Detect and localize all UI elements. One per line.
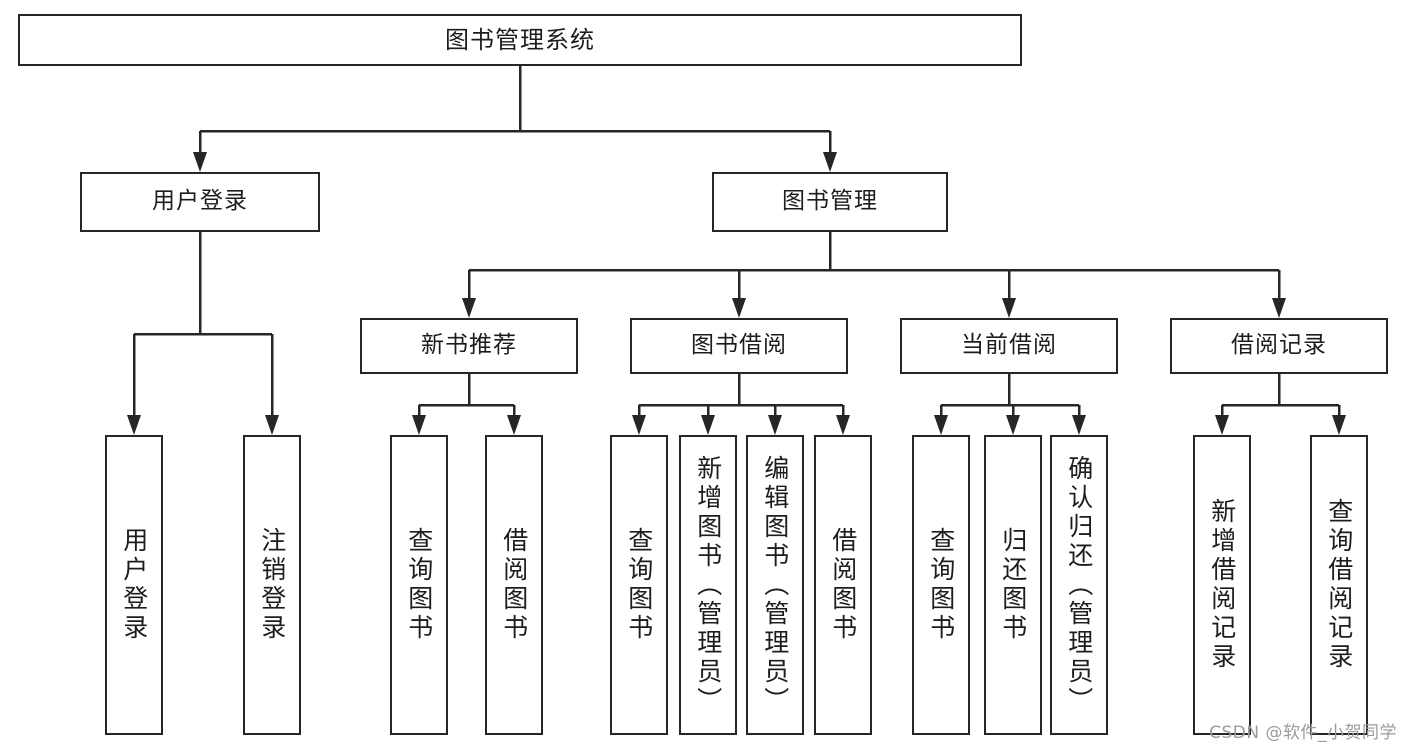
node-new_rec[interactable]: 新书推荐 xyxy=(360,318,578,374)
node-label: 确认归还（管理员） xyxy=(1064,454,1094,716)
node-l_b_book2[interactable]: 借阅图书 xyxy=(814,435,872,735)
arrow-head-icon xyxy=(632,415,646,435)
node-l_edit_book[interactable]: 编辑图书（管理员） xyxy=(746,435,804,735)
node-label: 编辑图书（管理员） xyxy=(760,454,790,716)
arrow-head-icon xyxy=(701,415,715,435)
arrow-head-icon xyxy=(127,415,141,435)
arrow-head-icon xyxy=(265,415,279,435)
node-root[interactable]: 图书管理系统 xyxy=(18,14,1022,66)
node-label: 查询借阅记录 xyxy=(1324,498,1354,672)
node-label: 图书管理 xyxy=(782,188,878,215)
node-label: 新增图书（管理员） xyxy=(693,454,723,716)
node-label: 借阅记录 xyxy=(1231,332,1327,359)
arrow-head-icon xyxy=(732,298,746,318)
node-label: 图书借阅 xyxy=(691,332,787,359)
arrow-head-icon xyxy=(1002,298,1016,318)
arrow-head-icon xyxy=(1006,415,1020,435)
node-label: 用户登录 xyxy=(119,527,149,643)
node-label: 当前借阅 xyxy=(961,332,1057,359)
arrow-head-icon xyxy=(768,415,782,435)
node-label: 归还图书 xyxy=(998,527,1028,643)
node-l_add_log[interactable]: 新增借阅记录 xyxy=(1193,435,1251,735)
arrow-head-icon xyxy=(1272,298,1286,318)
arrow-head-icon xyxy=(412,415,426,435)
arrow-head-icon xyxy=(1332,415,1346,435)
node-label: 查询图书 xyxy=(624,527,654,643)
arrow-head-icon xyxy=(507,415,521,435)
node-l_q_book2[interactable]: 查询图书 xyxy=(610,435,668,735)
node-user_login[interactable]: 用户登录 xyxy=(80,172,320,232)
node-borrow_log[interactable]: 借阅记录 xyxy=(1170,318,1388,374)
node-l_q_log[interactable]: 查询借阅记录 xyxy=(1310,435,1368,735)
watermark: CSDN @软件_小贺同学 xyxy=(1209,723,1397,743)
node-l_conf_ret[interactable]: 确认归还（管理员） xyxy=(1050,435,1108,735)
node-l_login[interactable]: 用户登录 xyxy=(105,435,163,735)
node-label: 新书推荐 xyxy=(421,332,517,359)
node-l_b_book1[interactable]: 借阅图书 xyxy=(485,435,543,735)
node-book_mgmt[interactable]: 图书管理 xyxy=(712,172,948,232)
node-label: 借阅图书 xyxy=(828,527,858,643)
node-l_add_book[interactable]: 新增图书（管理员） xyxy=(679,435,737,735)
node-cur_borrow[interactable]: 当前借阅 xyxy=(900,318,1118,374)
node-l_q_book3[interactable]: 查询图书 xyxy=(912,435,970,735)
arrow-head-icon xyxy=(836,415,850,435)
arrow-head-icon xyxy=(462,298,476,318)
node-label: 新增借阅记录 xyxy=(1207,498,1237,672)
node-book_borrow[interactable]: 图书借阅 xyxy=(630,318,848,374)
node-label: 注销登录 xyxy=(257,527,287,643)
node-label: 查询图书 xyxy=(926,527,956,643)
arrow-head-icon xyxy=(934,415,948,435)
node-l_return[interactable]: 归还图书 xyxy=(984,435,1042,735)
arrow-head-icon xyxy=(1215,415,1229,435)
node-label: 借阅图书 xyxy=(499,527,529,643)
node-l_logout[interactable]: 注销登录 xyxy=(243,435,301,735)
node-label: 图书管理系统 xyxy=(445,25,595,54)
node-label: 用户登录 xyxy=(152,188,248,215)
arrow-head-icon xyxy=(193,152,207,172)
node-l_q_book1[interactable]: 查询图书 xyxy=(390,435,448,735)
node-label: 查询图书 xyxy=(404,527,434,643)
arrow-head-icon xyxy=(1072,415,1086,435)
arrow-head-icon xyxy=(823,152,837,172)
